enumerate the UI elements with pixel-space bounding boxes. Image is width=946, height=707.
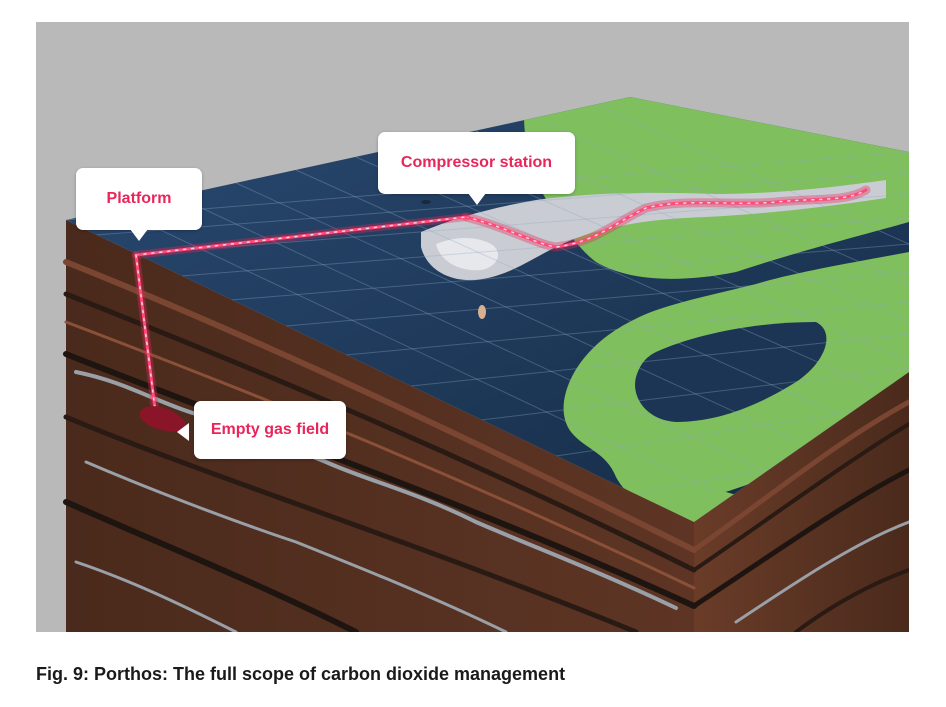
figure-panel: Platform Compressor station Empty gas fi… — [36, 22, 909, 632]
co2-pipeline — [132, 185, 871, 421]
figure-caption: Fig. 9: Porthos: The full scope of carbo… — [36, 664, 566, 684]
label-empty-gas-field-text: Empty gas field — [210, 421, 330, 438]
label-compressor-station-text: Compressor station — [400, 154, 553, 171]
ship-icon — [478, 305, 486, 319]
porthos-3d-diagram — [63, 97, 909, 632]
label-platform: Platform — [76, 168, 202, 241]
label-compressor-station: Compressor station — [378, 132, 575, 205]
soil-strata — [63, 259, 909, 632]
gas-field-reservoir — [139, 406, 186, 432]
ship-icon — [421, 200, 431, 204]
label-empty-gas-field: Empty gas field — [177, 401, 346, 459]
label-platform-text: Platform — [106, 190, 172, 207]
